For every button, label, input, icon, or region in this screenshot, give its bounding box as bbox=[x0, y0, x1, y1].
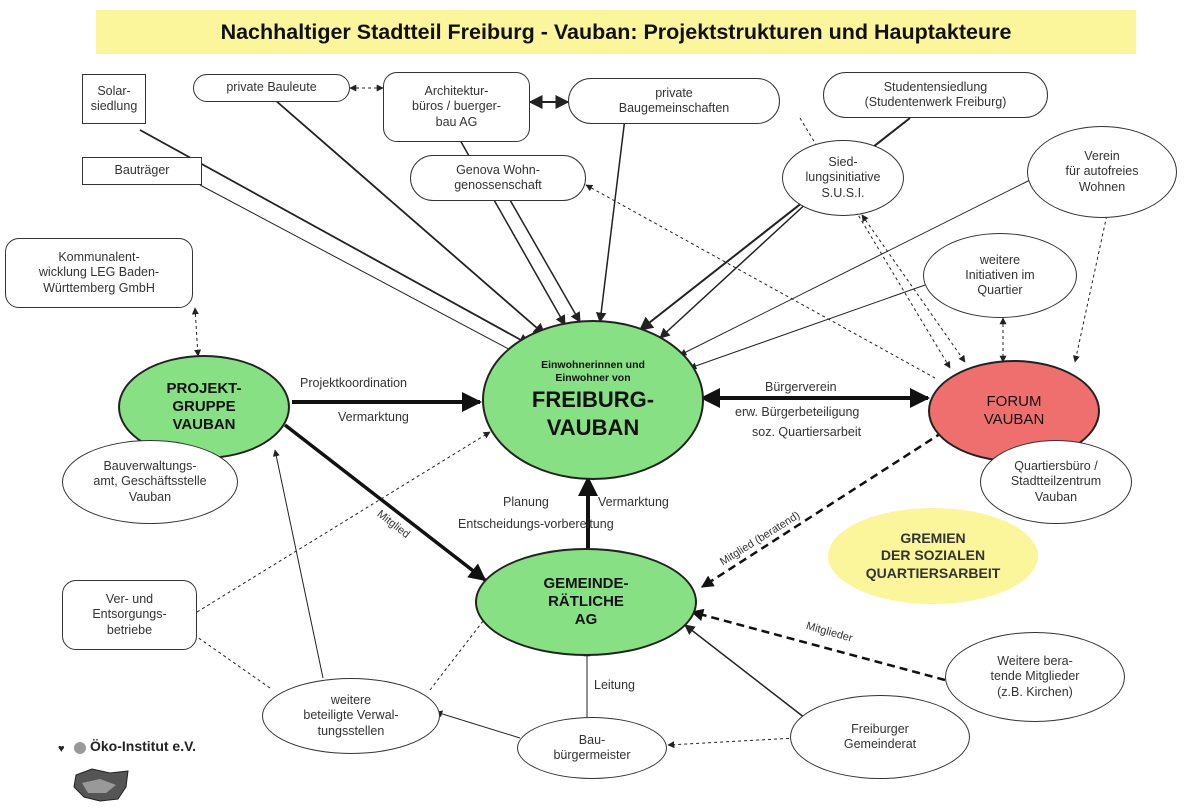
node-einwohner-freiburg-vauban: Einwohnerinnen und Einwohner von FREIBUR… bbox=[482, 320, 704, 480]
node-ver-entsorgung: Ver- und Entsorgungs- betriebe bbox=[62, 580, 197, 650]
diagram-title-banner: Nachhaltiger Stadtteil Freiburg - Vauban… bbox=[96, 10, 1136, 54]
edge-baugemeinschaften-einwohner bbox=[595, 117, 626, 324]
edge-initiativen-einwohner bbox=[689, 284, 926, 370]
node-studentensiedlung: Studentensiedlung (Studentenwerk Freibur… bbox=[823, 72, 1048, 118]
label-leitung: Leitung bbox=[594, 678, 636, 692]
node-quartiersbuero: Quartiersbüro / Stadtteilzentrum Vauban bbox=[980, 440, 1132, 524]
node-weitere-beratende: Weitere bera- tende Mitglieder (z.B. Kir… bbox=[945, 632, 1125, 722]
region-map-icon bbox=[73, 768, 129, 802]
label-erw-buergerbeteiligung: erw. Bürgerbeteiligung bbox=[735, 405, 860, 419]
label-vermarktung: Vermarktung bbox=[338, 410, 409, 424]
einwohner-title: FREIBURG- VAUBAN bbox=[531, 387, 655, 440]
edge-susi-einwohner bbox=[659, 199, 811, 339]
label-planung: Planung bbox=[503, 495, 549, 509]
diagram-title: Nachhaltiger Stadtteil Freiburg - Vauban… bbox=[220, 19, 1012, 44]
einwohner-subtitle: Einwohnerinnen und Einwohner von bbox=[541, 358, 645, 384]
edge-beratende-ag bbox=[690, 608, 946, 682]
svg-text:♥: ♥ bbox=[58, 743, 65, 755]
regional-logo-map bbox=[70, 765, 132, 810]
node-gemeinderaetliche-ag: GEMEINDE- RÄTLICHE AG bbox=[475, 548, 697, 656]
oeko-institut-logo: ♥ Öko-Institut e.V. bbox=[58, 738, 248, 758]
node-architekturbueros: Architektur- büros / buerger- bau AG bbox=[383, 72, 530, 142]
node-bautraeger: Bauträger bbox=[82, 157, 202, 185]
node-susi: Sied- lungsinitiative S.U.S.I. bbox=[782, 140, 904, 216]
node-gremien-quartiersarbeit: GREMIEN DER SOZIALEN QUARTIERSARBEIT bbox=[828, 508, 1038, 604]
edge-solarsiedlung-einwohner bbox=[139, 129, 532, 346]
label-buergerverein: Bürgerverein bbox=[765, 380, 837, 394]
oeko-institut-text: Öko-Institut e.V. bbox=[90, 738, 197, 754]
edge-forum-ag bbox=[700, 430, 944, 589]
node-gemeinderat: Freiburger Gemeinderat bbox=[790, 695, 970, 779]
node-bauverwaltungsamt: Bauverwaltungs- amt, Geschäftsstelle Vau… bbox=[62, 440, 238, 524]
edge-bautraeger-einwohner bbox=[199, 184, 521, 356]
edge-verein-einwohner bbox=[679, 179, 1031, 356]
node-kommunalentwicklung: Kommunalent- wicklung LEG Baden- Württem… bbox=[5, 238, 193, 308]
edge-genova-einwohner bbox=[509, 199, 581, 323]
node-private-baugemeinschaften: private Baugemeinschaften bbox=[568, 78, 780, 124]
oeko-logo-icon: ♥ bbox=[58, 742, 86, 755]
edge-bauleute-einwohner bbox=[274, 99, 546, 336]
node-baubuergermeister: Bau- bürgermeister bbox=[517, 717, 667, 779]
node-weitere-verwaltung: weitere beteiligte Verwal- tungsstellen bbox=[262, 678, 440, 754]
label-soz-quartiersarbeit: soz. Quartiersarbeit bbox=[752, 425, 862, 439]
node-verein-autofrei: Verein für autofreies Wohnen bbox=[1027, 126, 1177, 218]
edge-projektgruppe-ag bbox=[283, 423, 487, 582]
label-vermarktung-ag: Vermarktung bbox=[598, 495, 669, 509]
label-projektkoordination: Projektkoordination bbox=[300, 376, 408, 390]
label-entscheidungsvorbereitung: Entscheidungs-vorbereitung bbox=[458, 517, 614, 531]
node-genova: Genova Wohn- genossenschaft bbox=[410, 155, 586, 201]
node-private-bauleute: private Bauleute bbox=[193, 74, 350, 102]
node-weitere-initiativen: weitere Initiativen im Quartier bbox=[923, 233, 1077, 318]
node-solarsiedlung: Solar- siedlung bbox=[82, 74, 146, 124]
